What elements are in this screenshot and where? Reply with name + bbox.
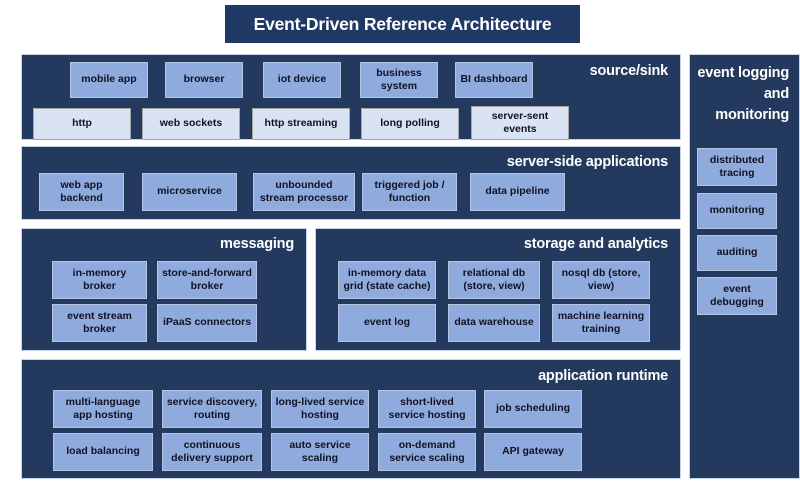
node-data-pipeline[interactable]: data pipeline (470, 173, 565, 211)
node-ipaas-connectors[interactable]: iPaaS connectors (157, 304, 257, 342)
panel-title-storage-and-analytics: storage and analytics (523, 236, 668, 252)
node-unbounded-stream-processor[interactable]: unbounded stream processor (253, 173, 355, 211)
page-title: Event-Driven Reference Architecture (253, 13, 552, 34)
node-event-debugging[interactable]: event debugging (697, 277, 777, 315)
node-distributed-tracing[interactable]: distributed tracing (697, 148, 777, 186)
node-web-sockets[interactable]: web sockets (142, 108, 240, 140)
node-iot-device[interactable]: iot device (263, 62, 341, 98)
node-machine-learning-training[interactable]: machine learning training (552, 304, 650, 342)
node-data-warehouse[interactable]: data warehouse (448, 304, 540, 342)
node-monitoring[interactable]: monitoring (697, 193, 777, 229)
node-load-balancing[interactable]: load balancing (53, 433, 153, 471)
node-event-stream-broker[interactable]: event stream broker (52, 304, 147, 342)
panel-title-server-side-applications: server-side applications (506, 154, 668, 170)
node-triggered-job-function[interactable]: triggered job / function (362, 173, 457, 211)
node-relational-db[interactable]: relational db (store, view) (448, 261, 540, 299)
node-job-scheduling[interactable]: job scheduling (484, 390, 582, 428)
node-auditing[interactable]: auditing (697, 235, 777, 271)
node-browser[interactable]: browser (165, 62, 243, 98)
node-web-app-backend[interactable]: web app backend (39, 173, 124, 211)
node-on-demand-service-scaling[interactable]: on-demand service scaling (378, 433, 476, 471)
diagram-title-bar: Event-Driven Reference Architecture (225, 5, 580, 43)
node-auto-service-scaling[interactable]: auto service scaling (271, 433, 369, 471)
panel-title-application-runtime: application runtime (538, 368, 668, 384)
node-service-discovery-routing[interactable]: service discovery, routing (162, 390, 262, 428)
node-long-lived-service-hosting[interactable]: long-lived service hosting (271, 390, 369, 428)
node-mobile-app[interactable]: mobile app (70, 62, 148, 98)
node-api-gateway[interactable]: API gateway (484, 433, 582, 471)
node-short-lived-service-hosting[interactable]: short-lived service hosting (378, 390, 476, 428)
node-server-sent-events[interactable]: server-sent events (471, 106, 569, 140)
node-store-and-forward-broker[interactable]: store-and-forward broker (157, 261, 257, 299)
node-event-log[interactable]: event log (338, 304, 436, 342)
node-microservice[interactable]: microservice (142, 173, 237, 211)
panel-title-messaging: messaging (220, 236, 294, 252)
node-nosql-db[interactable]: nosql db (store, view) (552, 261, 650, 299)
node-long-polling[interactable]: long polling (361, 108, 459, 140)
node-in-memory-data-grid[interactable]: in-memory data grid (state cache) (338, 261, 436, 299)
node-multi-language-app-hosting[interactable]: multi-language app hosting (53, 390, 153, 428)
panel-title-event-logging-and-monitoring: event logging and monitoring (697, 65, 789, 124)
node-in-memory-broker[interactable]: in-memory broker (52, 261, 147, 299)
node-http-streaming[interactable]: http streaming (252, 108, 350, 140)
node-business-system[interactable]: business system (360, 62, 438, 98)
panel-title-source-sink: source/sink (589, 63, 669, 79)
node-bi-dashboard[interactable]: BI dashboard (455, 62, 533, 98)
node-http[interactable]: http (33, 108, 131, 140)
node-continuous-delivery-support[interactable]: continuous delivery support (162, 433, 262, 471)
